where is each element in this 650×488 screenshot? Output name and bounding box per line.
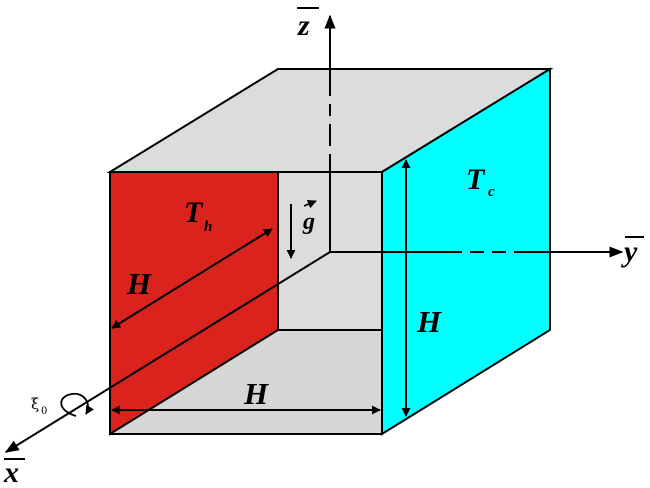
x-axis-line	[4, 251, 331, 453]
y-axis-gap-2	[484, 249, 492, 255]
z-axis-gap-3	[327, 146, 333, 154]
y-axis-label: y	[621, 235, 644, 268]
z-axis-gap	[327, 96, 333, 104]
cold-wall-temp-subscript: c	[488, 184, 495, 200]
x-axis-label: x	[3, 456, 25, 488]
dimension-diagonal	[111, 228, 273, 329]
rotation-label: ξ	[31, 395, 39, 413]
rotation-subscript: 0	[41, 406, 47, 417]
gravity-vector-bar	[303, 199, 317, 209]
z-axis-label: z	[297, 7, 319, 42]
length-label-vertical: H	[416, 304, 442, 339]
z-axis-letter: z	[297, 9, 310, 42]
hot-wall-temp-label: T	[184, 196, 204, 229]
length-label-bottom: H	[243, 376, 269, 411]
x-axis-letter: x	[3, 456, 19, 488]
length-label-diagonal: H	[126, 266, 152, 301]
y-axis-gap	[462, 249, 470, 255]
z-axis-gap-2	[327, 116, 333, 124]
rotation-arrow	[60, 392, 95, 417]
gravity-label: g	[302, 209, 315, 235]
y-axis-gap-3	[506, 249, 514, 255]
y-axis-letter: y	[621, 235, 638, 268]
hot-wall-temp-subscript: h	[204, 219, 212, 235]
cold-wall-temp-label: T	[466, 163, 486, 196]
